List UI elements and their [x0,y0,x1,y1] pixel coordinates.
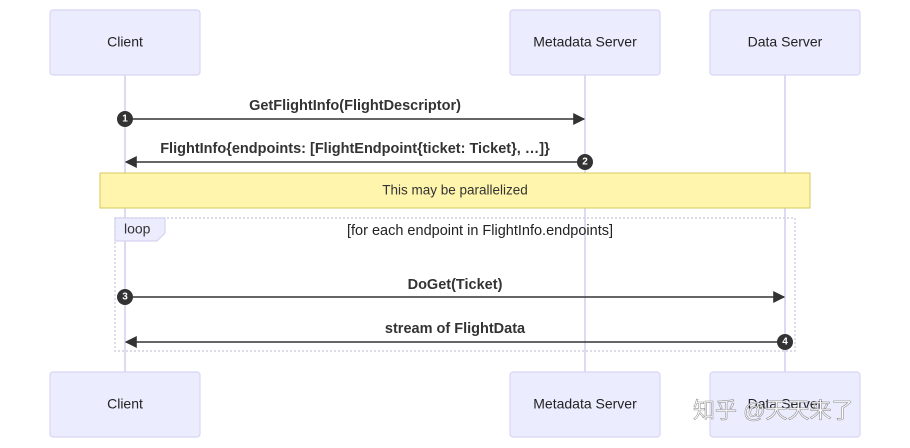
message-3-label: DoGet(Ticket) [408,277,503,293]
actor-client-bottom-label: Client [107,396,143,412]
message-4-label: stream of FlightData [385,321,526,337]
note: This may be parallelized [99,172,811,209]
svg-text:1: 1 [122,114,128,125]
sequence-number-1: 1 [117,111,133,127]
message-1-label: GetFlightInfo(FlightDescriptor) [249,98,461,114]
svg-text:4: 4 [782,337,788,348]
actor-data-server-top: Data Server [709,9,861,76]
svg-text:2: 2 [582,157,588,168]
svg-text:3: 3 [122,292,128,303]
actor-client-top-label: Client [107,34,143,50]
actor-metadata-server-bottom: Metadata Server [509,371,661,438]
note-text: This may be parallelized [382,183,528,198]
message-2-label: FlightInfo{endpoints: [FlightEndpoint{ti… [160,141,550,157]
actor-data-server-top-label: Data Server [748,34,823,50]
actor-metadata-server-bottom-label: Metadata Server [533,396,637,412]
actor-data-server-bottom-label: Data Server [748,396,823,412]
actor-metadata-server-top: Metadata Server [509,9,661,76]
sequence-number-2: 2 [577,154,593,170]
sequence-number-3: 3 [117,289,133,305]
loop-label: loop [124,221,151,237]
actor-client-bottom: Client [49,371,201,438]
loop-frame: loop [for each endpoint in FlightInfo.en… [114,217,796,352]
sequence-number-4: 4 [777,334,793,350]
actor-data-server-bottom: Data Server [709,371,861,438]
watermark-text: 知乎 @天天来了 [693,398,853,423]
actor-client-top: Client [49,9,201,76]
loop-condition: [for each endpoint in FlightInfo.endpoin… [347,223,613,239]
actor-metadata-server-top-label: Metadata Server [533,34,637,50]
